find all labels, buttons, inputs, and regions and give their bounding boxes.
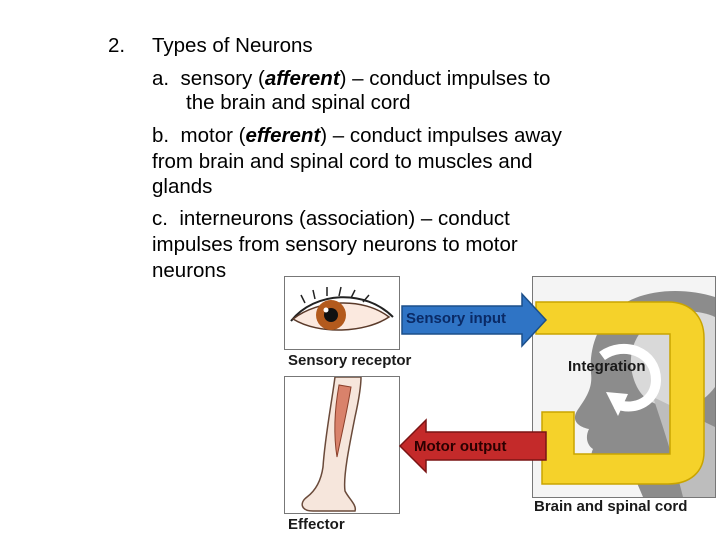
item-c-marker: c. xyxy=(152,207,168,230)
eye-icon xyxy=(290,286,394,331)
pathway-arrows xyxy=(398,292,705,485)
item-b-line2: from brain and spinal cord to muscles an… xyxy=(152,150,533,173)
item-a-post: ) – conduct impulses to xyxy=(339,67,551,90)
sensory-input-arrow xyxy=(401,292,548,348)
list-number: 2. xyxy=(108,34,126,57)
integration-label: Integration xyxy=(568,358,646,375)
motor-output-arrow xyxy=(398,418,547,474)
integration-loop xyxy=(535,301,705,485)
item-b-line3: glands xyxy=(152,175,213,198)
neuron-pathway-figure: Sensory receptor Effector Sensory input … xyxy=(284,276,716,540)
brain-spinal-cord-label: Brain and spinal cord xyxy=(534,498,688,515)
item-b-line1: b. motor (efferent) – conduct impulses a… xyxy=(152,124,562,148)
slide-text: 2. Types of Neurons a. sensory (afferent… xyxy=(108,34,562,282)
item-c-line2: impulses from sensory neurons to motor xyxy=(152,233,518,256)
eye-panel xyxy=(284,276,400,350)
item-a-pre: sensory ( xyxy=(180,67,265,90)
item-c-line3: neurons xyxy=(152,259,227,282)
sensory-input-label: Sensory input xyxy=(406,310,507,327)
item-a-term: afferent xyxy=(264,67,340,90)
integration-swirl-head xyxy=(606,392,628,416)
leg-muscle-icon xyxy=(301,376,362,512)
item-a-line2: the brain and spinal cord xyxy=(186,91,411,114)
item-b-marker: b. xyxy=(152,124,170,147)
effector-label: Effector xyxy=(288,516,345,533)
integration-swirl xyxy=(599,343,662,412)
leg-panel xyxy=(284,376,400,514)
list-title: Types of Neurons xyxy=(152,34,313,57)
item-b-pre: motor ( xyxy=(180,124,246,147)
item-b-term: efferent xyxy=(245,124,321,147)
item-a-line1: a. sensory (afferent) – conduct impulses… xyxy=(152,67,550,91)
item-c-text: interneurons (association) – conduct xyxy=(179,207,510,230)
item-b-post: ) – conduct impulses away xyxy=(320,124,562,147)
item-c-line1: c. interneurons (association) – conduct xyxy=(152,207,510,231)
item-a-marker: a. xyxy=(152,67,170,90)
motor-output-label: Motor output xyxy=(414,438,507,455)
sensory-receptor-label: Sensory receptor xyxy=(288,352,412,369)
